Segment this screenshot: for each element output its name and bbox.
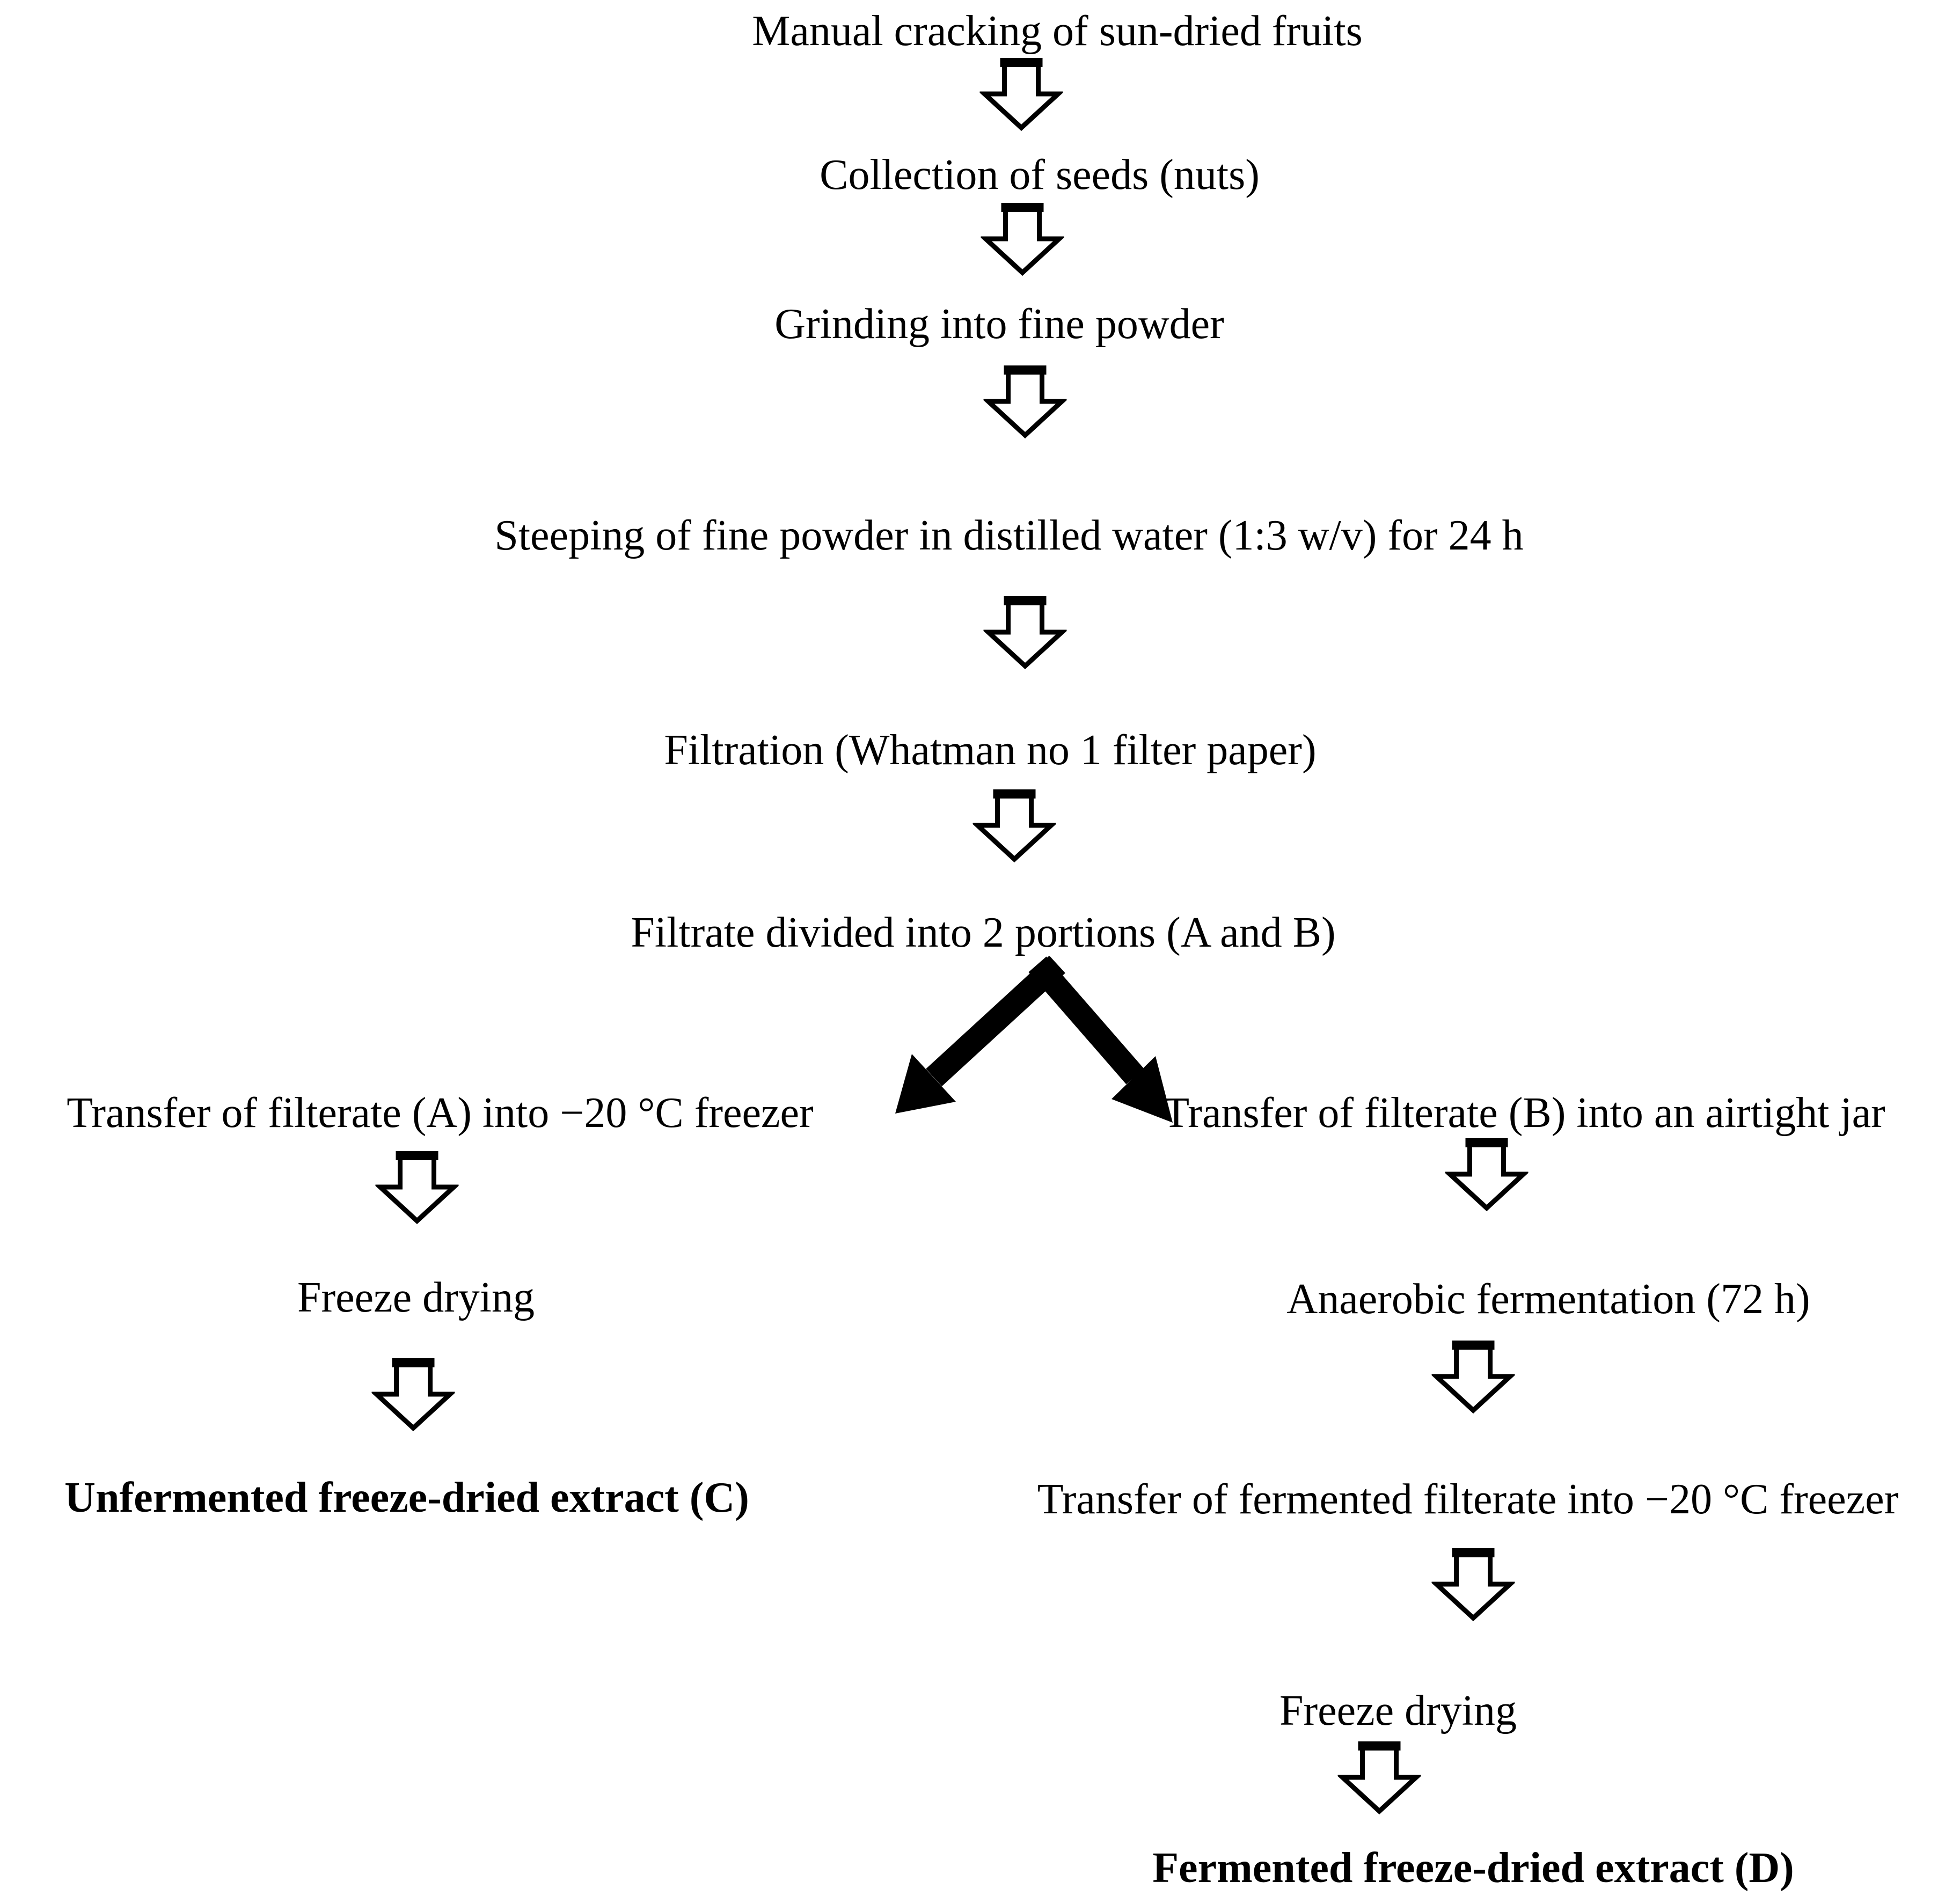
step-filtration: Filtration (Whatman no 1 filter paper) [664, 727, 1317, 774]
step-transfer-filtrate-a: Transfer of filterate (A) into −20 °C fr… [67, 1089, 814, 1137]
step-filtrate-divided: Filtrate divided into 2 portions (A and … [631, 909, 1336, 956]
split-arrow-left-icon [880, 956, 1073, 1120]
down-block-arrow-icon [981, 201, 1064, 276]
down-block-arrow-icon [983, 364, 1067, 439]
down-block-arrow-icon [1431, 1339, 1515, 1414]
down-block-arrow-icon [1337, 1740, 1421, 1815]
step-grinding: Grinding into fine powder [774, 301, 1224, 348]
step-transfer-filtrate-b: Transfer of filterate (B) into an airtig… [1163, 1089, 1885, 1137]
result-unfermented-extract-c: Unfermented freeze-dried extract (C) [64, 1474, 749, 1521]
down-block-arrow-icon [979, 56, 1063, 131]
down-block-arrow-icon [983, 595, 1067, 670]
step-steeping: Steeping of fine powder in distilled wat… [494, 512, 1524, 559]
down-block-arrow-icon [1431, 1547, 1515, 1622]
down-block-arrow-icon [972, 788, 1056, 863]
down-block-arrow-icon [371, 1357, 455, 1432]
down-block-arrow-icon [375, 1149, 459, 1225]
step-manual-cracking: Manual cracking of sun-dried fruits [752, 8, 1363, 55]
step-transfer-fermented-filtrate: Transfer of fermented filterate into −20… [1037, 1476, 1899, 1523]
down-block-arrow-icon [1445, 1137, 1529, 1212]
split-arrow-right-icon [1012, 956, 1216, 1127]
step-anaerobic-fermentation: Anaerobic fermentation (72 h) [1286, 1276, 1810, 1323]
step-freeze-drying-left: Freeze drying [297, 1274, 535, 1321]
step-freeze-drying-right: Freeze drying [1279, 1687, 1517, 1734]
step-collection-of-seeds: Collection of seeds (nuts) [820, 151, 1260, 199]
result-fermented-extract-d: Fermented freeze-dried extract (D) [1152, 1844, 1794, 1892]
